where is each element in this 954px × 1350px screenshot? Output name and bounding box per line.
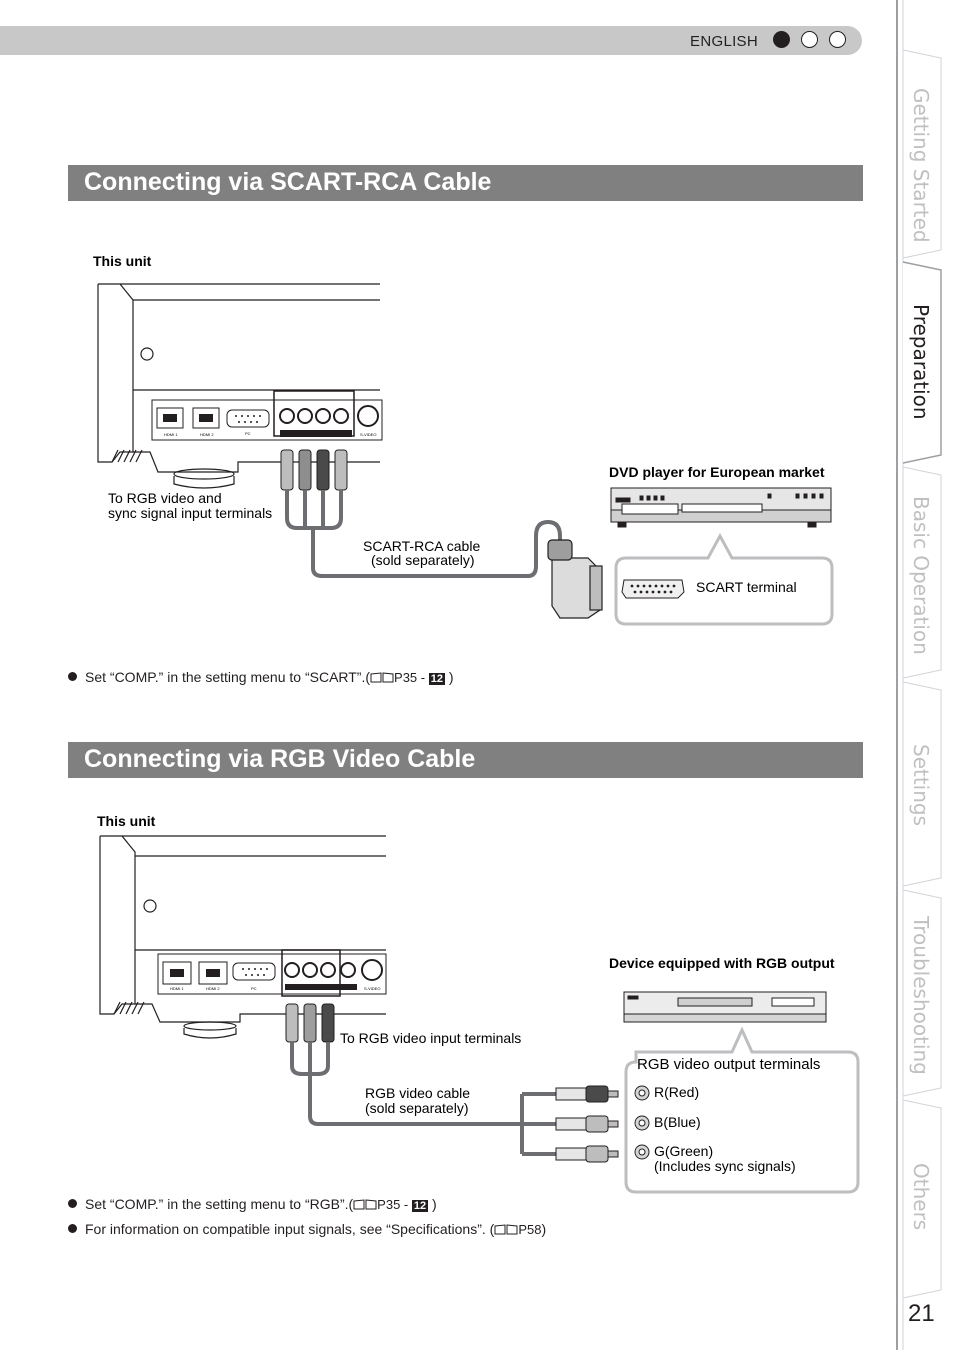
book-reference-icon [370,672,394,683]
rca-jack-icon [634,1085,650,1101]
svg-text:HDMI 1: HDMI 1 [170,986,184,991]
scart-terminal-callout [614,532,834,626]
tab-basic-operation[interactable]: Basic Operation [909,496,933,655]
note-specifications: For information on compatible input sign… [68,1221,546,1237]
output-blue-label: B(Blue) [654,1114,701,1130]
tab-outlines [896,0,942,1350]
header-bar [0,26,862,55]
svg-text:PC: PC [245,431,251,436]
scart-terminal-label: SCART terminal [696,579,797,595]
section-title-bar: Connecting via SCART-RCA Cable [68,165,863,201]
this-unit-label: This unit [93,253,152,269]
page-indicator-dot-filled [773,31,790,48]
rgb-device-illustration [623,991,827,1023]
book-reference-icon [494,1224,518,1235]
rgb-device-label: Device equipped with RGB output [609,955,835,971]
tab-troubleshooting[interactable]: Troubleshooting [909,916,933,1075]
green-sync-note: (Includes sync signals) [654,1158,796,1174]
output-red-label: R(Red) [654,1084,699,1100]
dvd-player-label: DVD player for European market [609,464,825,480]
tab-settings[interactable]: Settings [909,744,933,827]
terminal-panel: HDMI 1 HDMI 2 PC S-VIDEO [157,949,387,997]
scart-connection-diagram: HDMI 1 HDMI 2 PC S-VIDEO This unit To RG… [93,253,834,626]
note-scart: Set “COMP.” in the setting menu to “SCAR… [68,669,454,685]
svg-text:PC: PC [251,986,257,991]
bullet-icon [68,1224,77,1233]
tab-getting-started[interactable]: Getting Started [909,88,933,243]
setting-number-badge: 12 [428,673,445,685]
projector-illustration [99,835,386,1039]
rca-plugs-device-side [555,1085,619,1163]
rca-jack-icon [634,1144,650,1160]
setting-number-badge: 12 [411,1200,429,1212]
scart-rca-cable [285,490,562,578]
svg-text:HDMI 2: HDMI 2 [206,986,220,991]
this-unit-label: This unit [97,813,156,829]
dvd-player-illustration [610,487,832,528]
tab-others[interactable]: Others [909,1163,933,1231]
book-reference-icon [353,1199,377,1210]
section-title: Connecting via SCART-RCA Cable [84,168,492,196]
rca-plugs [280,449,348,491]
bullet-icon [68,672,77,681]
terminals-label: sync signal input terminals [108,505,272,521]
rca-jack-icon [634,1115,650,1131]
page-number: 21 [908,1300,935,1327]
rca-plugs [285,1003,335,1043]
cable-label: SCART-RCA cable [363,538,480,554]
language-label: ENGLISH [690,33,758,50]
tab-preparation[interactable]: Preparation [909,304,933,420]
output-green-label: G(Green) [654,1143,713,1159]
cable-label: RGB video cable [365,1085,470,1101]
output-box-title: RGB video output terminals [637,1056,820,1073]
projector-illustration [97,283,380,489]
page-indicator-dot-empty [829,31,846,48]
page-indicator-dot-empty [801,31,818,48]
note-rgb: Set “COMP.” in the setting menu to “RGB”… [68,1196,437,1212]
scart-socket-icon [621,579,685,599]
cable-label: (sold separately) [365,1100,469,1116]
rgb-connection-diagram: HDMI 1 HDMI 2 PC S-VIDEO This unit To RG… [97,813,860,1194]
svg-text:HDMI 1: HDMI 1 [164,432,178,437]
rgb-video-cable [290,1042,556,1156]
input-terminals-label: To RGB video input terminals [340,1030,521,1046]
cable-label: (sold separately) [371,552,475,568]
terminal-panel: HDMI 1 HDMI 2 PC S-VIDEO [151,390,383,441]
svg-text:S-VIDEO: S-VIDEO [364,986,380,991]
terminals-label: To RGB video and [108,490,222,506]
svg-text:HDMI 2: HDMI 2 [200,432,214,437]
section-title: Connecting via RGB Video Cable [84,745,476,773]
chapter-tabs: Getting Started Preparation Basic Operat… [895,0,954,1350]
section-title-bar: Connecting via RGB Video Cable [68,742,863,778]
rgb-output-callout [624,1026,860,1194]
bullet-icon [68,1199,77,1208]
scart-plug [547,539,603,619]
svg-text:S-VIDEO: S-VIDEO [360,432,376,437]
